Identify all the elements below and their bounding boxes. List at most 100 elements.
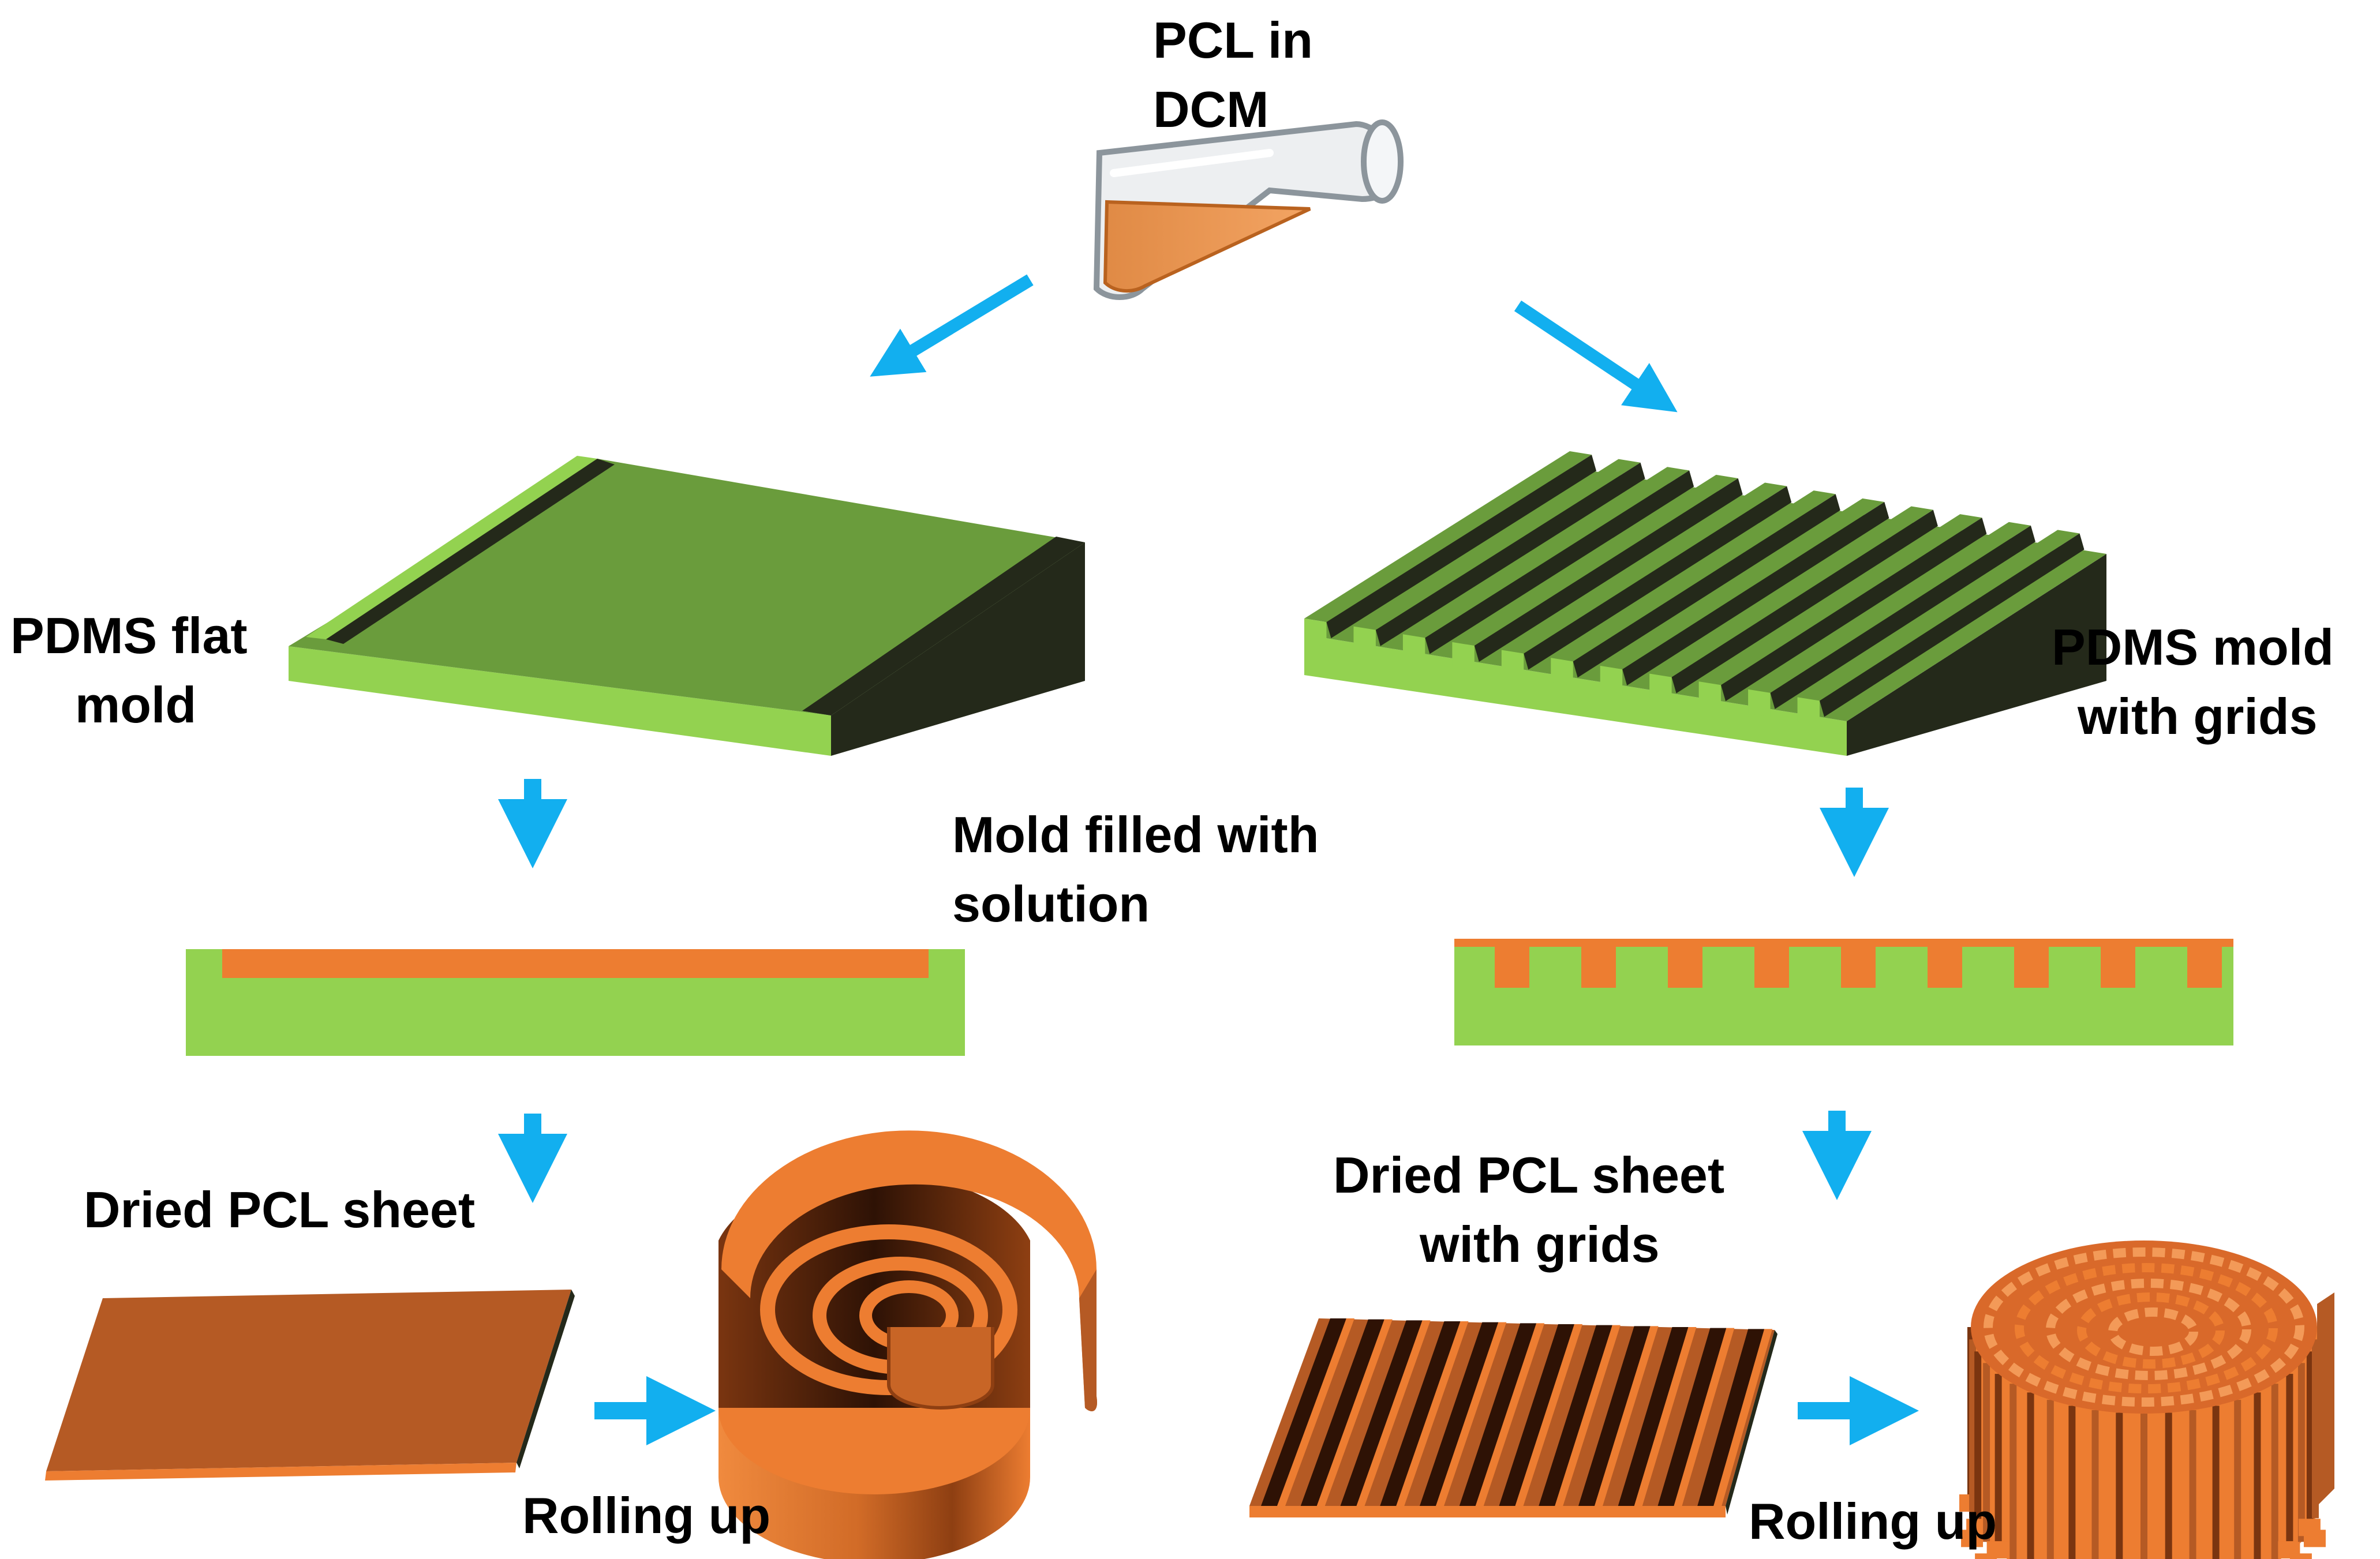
grid-roll-tab bbox=[1986, 1541, 2009, 1559]
grid-roll-slit bbox=[2212, 1406, 2220, 1559]
grid-roll-slit bbox=[2297, 1363, 2305, 1542]
sheet-ridge bbox=[1595, 1326, 1659, 1506]
sheet-ridge bbox=[1555, 1325, 1621, 1506]
grid-ridge-shadow bbox=[1425, 470, 1694, 654]
label-pdms-flat-mold-1: PDMS flat bbox=[10, 607, 248, 664]
grid-roll-slit bbox=[1969, 1339, 1977, 1519]
sheet-ridge bbox=[1634, 1327, 1697, 1506]
label-pcl-in-dcm-2: DCM bbox=[1153, 81, 1269, 138]
grid-roll-ring bbox=[2077, 1292, 2225, 1369]
grid-ridge bbox=[1452, 474, 1738, 646]
sheet-ridge-shadow bbox=[1459, 1323, 1537, 1506]
grid-ridge-shadow bbox=[1671, 509, 1938, 694]
grid-sheet-ridges bbox=[1261, 1318, 1773, 1506]
grid-fill-pocket bbox=[1841, 939, 1876, 988]
label-mold-filled-1: Mold filled with bbox=[952, 806, 1319, 863]
sheet-ridge-shadow bbox=[1697, 1329, 1765, 1506]
grid-mold-ridges bbox=[1304, 451, 2085, 725]
grid-roll-slit bbox=[2165, 1412, 2172, 1559]
grid-ridge-shadow bbox=[1524, 486, 1792, 670]
grid-ridge-front bbox=[1304, 619, 1327, 647]
grid-ridge-shadow bbox=[1721, 518, 1987, 702]
sheet-ridge-shadow bbox=[1618, 1327, 1689, 1506]
sheet-ridge bbox=[1515, 1324, 1582, 1506]
grid-ridge-shadow bbox=[1375, 462, 1645, 646]
sheet-ridge-shadow bbox=[1300, 1319, 1384, 1506]
grid-ridge-front bbox=[1452, 642, 1475, 670]
grid-roll-slit bbox=[2027, 1392, 2034, 1559]
sheet-ridge bbox=[1674, 1328, 1735, 1506]
grid-roll-ring bbox=[2046, 1279, 2251, 1380]
flat-mold-filled-section bbox=[186, 949, 965, 1056]
sheet-ridge bbox=[1713, 1329, 1773, 1506]
grid-mold-filled-section bbox=[1454, 939, 2233, 1045]
sheet-ridge bbox=[1396, 1321, 1469, 1506]
grid-ridge bbox=[1551, 490, 1836, 662]
grid-roll-slit bbox=[2140, 1414, 2147, 1559]
sheet-ridge-shadow bbox=[1539, 1325, 1612, 1506]
grid-ridge-front bbox=[1748, 689, 1771, 717]
sheet-ridge bbox=[1475, 1323, 1545, 1506]
grid-roll-slit bbox=[2286, 1374, 2293, 1553]
grid-roll-slit bbox=[2254, 1392, 2261, 1559]
label-rolling-up-right: Rolling up bbox=[1749, 1493, 1997, 1550]
grid-ridge-front bbox=[1600, 665, 1623, 694]
grid-roll-tab bbox=[1975, 1553, 1997, 1559]
grid-ridge bbox=[1402, 467, 1690, 638]
grid-roll-slit bbox=[1974, 1351, 1982, 1531]
grid-roll-tail bbox=[2317, 1292, 2334, 1506]
label-dried-sheet-grids-1: Dried PCL sheet bbox=[1333, 1146, 1725, 1204]
grid-roll-ring bbox=[2108, 1307, 2198, 1356]
label-pdms-mold-grids-1: PDMS mold bbox=[2052, 619, 2334, 676]
sheet-ridge-shadow bbox=[1380, 1321, 1461, 1506]
grid-roll-slit bbox=[2189, 1410, 2196, 1559]
grid-ridge bbox=[1353, 459, 1641, 630]
grid-roll-ring bbox=[2015, 1263, 2278, 1393]
grid-ridge-front bbox=[1649, 673, 1672, 702]
sheet-ridge-shadow bbox=[1340, 1320, 1423, 1506]
spiral-roll-icon bbox=[719, 1130, 1097, 1559]
grid-roll-slit bbox=[2234, 1400, 2241, 1559]
grid-roll-ring bbox=[1984, 1247, 2304, 1407]
grid-roll-slit bbox=[2046, 1400, 2054, 1559]
grid-roll-slit bbox=[1994, 1374, 2002, 1553]
pdms-flat-mold bbox=[289, 456, 1085, 756]
label-pdms-mold-grids-2: with grids bbox=[2078, 688, 2318, 745]
sheet-ridge bbox=[1356, 1320, 1431, 1506]
grid-roll-tab bbox=[2289, 1553, 2312, 1559]
dried-pcl-sheet bbox=[45, 1290, 575, 1481]
flask-icon bbox=[1093, 119, 1404, 300]
grid-ridge-shadow bbox=[1474, 478, 1743, 662]
label-pdms-flat-mold-2: mold bbox=[75, 676, 197, 733]
sheet-ridge-shadow bbox=[1657, 1328, 1727, 1506]
grid-fill-pocket bbox=[1668, 939, 1702, 988]
grid-roll-slit bbox=[2009, 1384, 2017, 1559]
label-dried-sheet: Dried PCL sheet bbox=[84, 1181, 476, 1238]
grid-ridge-front bbox=[1698, 681, 1722, 710]
label-pcl-in-dcm-1: PCL in bbox=[1153, 12, 1314, 69]
grid-ridge bbox=[1304, 451, 1592, 623]
grid-roll-slit bbox=[2271, 1384, 2278, 1559]
grid-ridge-shadow bbox=[1770, 525, 2035, 709]
sheet-ridge-shadow bbox=[1420, 1322, 1499, 1506]
grid-fill-pocket bbox=[2187, 939, 2222, 988]
grid-roll-slit bbox=[2311, 1339, 2319, 1519]
sheet-ridge bbox=[1316, 1319, 1393, 1506]
arrow-icon bbox=[498, 274, 1919, 1445]
sheet-ridge bbox=[1277, 1318, 1354, 1506]
grid-ridge bbox=[1698, 514, 1982, 685]
grid-ridge-front bbox=[1402, 634, 1425, 662]
label-rolling-up-left: Rolling up bbox=[522, 1487, 771, 1544]
grid-ridge-front bbox=[1353, 626, 1376, 654]
grid-ridge-front bbox=[1797, 697, 1820, 725]
grid-roll-slit bbox=[2116, 1412, 2123, 1559]
grid-fill-pocket bbox=[2101, 939, 2135, 988]
grid-ridge-front bbox=[1551, 658, 1573, 686]
grid-fill-pocket bbox=[1581, 939, 1616, 988]
grid-ridge bbox=[1600, 498, 1885, 669]
grid-fill-pocket bbox=[1495, 939, 1529, 988]
grid-ridge-shadow bbox=[1573, 494, 1840, 678]
sheet-ridge bbox=[1436, 1322, 1507, 1506]
